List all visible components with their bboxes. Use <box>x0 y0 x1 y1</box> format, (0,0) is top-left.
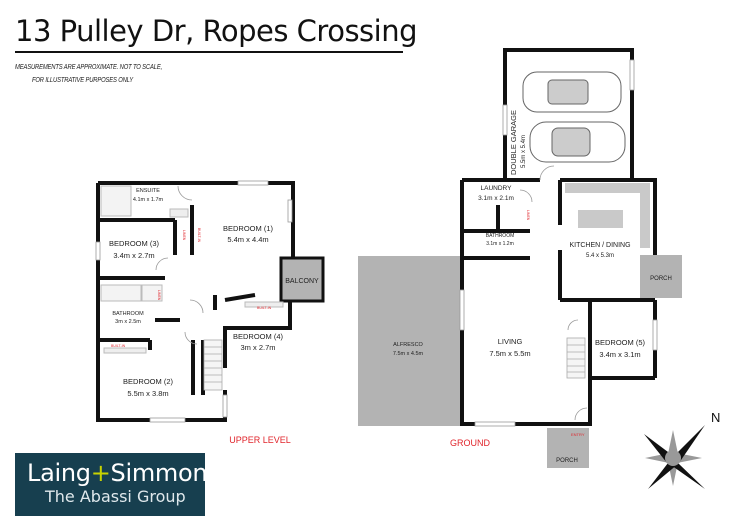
alfresco-size: 7.5m x 4.5m <box>393 351 424 357</box>
ensuite-shower <box>100 185 132 217</box>
north-label: N <box>711 410 720 425</box>
upper-level-label: UPPER LEVEL <box>229 435 291 445</box>
laundry-name: LAUNDRY <box>481 185 513 192</box>
builtin-robe-2 <box>103 347 147 354</box>
builtin-tag-bed4: BUILT-IN <box>257 306 272 310</box>
brand-plus: + <box>90 459 111 487</box>
upper-doors <box>155 185 204 345</box>
kitchen-size: 5.4 x 5.3m <box>586 253 614 259</box>
bedroom4-size: 3m x 2.7m <box>240 343 275 352</box>
garage-cars <box>522 71 626 163</box>
linen-tag-upper: LINEN <box>182 230 186 241</box>
bath-tub <box>100 284 142 302</box>
disclaimer-line-2: FOR ILLUSTRATIVE PURPOSES ONLY <box>32 75 133 84</box>
front-porch-name: PORCH <box>556 458 578 464</box>
upper-windows <box>95 180 293 423</box>
bedroom4-name: BEDROOM (4) <box>233 332 284 341</box>
ground-stairs <box>566 337 586 379</box>
garage-size: 5.5m x 5.4m <box>521 135 527 168</box>
alfresco-area <box>358 256 461 426</box>
bedroom2-name: BEDROOM (2) <box>123 377 174 386</box>
alfresco-name: ALFRESCO <box>393 342 423 348</box>
bedroom2-size: 5.5m x 3.8m <box>127 389 168 398</box>
brand-name-part2: Simmons <box>110 459 220 487</box>
ground-level-label: GROUND <box>450 438 490 448</box>
ensuite-name: ENSUITE <box>136 188 160 194</box>
ensuite-vanity <box>169 208 189 218</box>
balcony-name: BALCONY <box>285 278 319 285</box>
linen-tag-bath: LINEN <box>157 290 161 301</box>
bathroom-upper-size: 3m x 2.5m <box>115 319 141 325</box>
brand-name-part1: Laing <box>27 459 91 487</box>
property-title: 13 Pulley Dr, Ropes Crossing <box>15 14 418 48</box>
disclaimer-line-1: MEASUREMENTS ARE APPROXIMATE. NOT TO SCA… <box>15 62 163 71</box>
bath-shower <box>141 284 163 302</box>
kitchen-bench <box>565 183 650 193</box>
side-porch-area <box>640 255 682 298</box>
ground-level-plan: DOUBLE GARAGE 5.5m x 5.4m LAUNDRY 3.1m x… <box>358 48 682 468</box>
bedroom3-size: 3.4m x 2.7m <box>113 251 154 260</box>
brand-subtitle: The Abassi Group <box>45 487 186 506</box>
bedroom1-size: 5.4m x 4.4m <box>227 235 268 244</box>
bedroom5-name: BEDROOM (5) <box>595 338 646 347</box>
brand-logo: Laing+Simmons The Abassi Group <box>15 453 220 516</box>
builtin-tag-bed2: BUILT-IN <box>111 344 126 348</box>
front-porch-area <box>547 428 589 468</box>
bathroom-ground-size: 3.1m x 1.2m <box>486 241 514 247</box>
side-porch-name: PORCH <box>650 276 672 282</box>
upper-level-plan: ENSUITE 4.1m x 1.7m BEDROOM (1) 5.4m x 4… <box>95 180 325 445</box>
bedroom5-size: 3.4m x 3.1m <box>599 350 640 359</box>
bedroom3-name: BEDROOM (3) <box>109 239 160 248</box>
living-size: 7.5m x 5.5m <box>489 349 530 358</box>
ground-windows <box>459 59 658 427</box>
kitchen-bench-side <box>640 183 650 248</box>
upper-stairs <box>203 339 223 391</box>
brand-name: Laing+Simmons <box>27 459 220 487</box>
linen-tag-ground: LINEN <box>526 210 530 221</box>
title-underline <box>15 51 403 53</box>
garage-name: DOUBLE GARAGE <box>509 110 518 175</box>
compass-icon: N <box>644 410 720 489</box>
kitchen-island <box>578 210 623 228</box>
builtin-robe-4 <box>244 301 284 308</box>
bathroom-ground-name: BATHROOM <box>486 233 515 239</box>
bedroom1-name: BEDROOM (1) <box>223 224 274 233</box>
ground-doors <box>519 165 588 421</box>
balcony-area <box>279 256 325 303</box>
entry-tag: ENTRY <box>571 432 585 437</box>
builtin-tag-bed1: BUILT-IN <box>197 228 201 243</box>
living-name: LIVING <box>498 337 523 346</box>
ensuite-size: 4.1m x 1.7m <box>133 197 164 203</box>
kitchen-name: KITCHEN / DINING <box>569 242 630 249</box>
bathroom-upper-name: BATHROOM <box>112 311 144 317</box>
laundry-size: 3.1m x 2.1m <box>478 195 514 202</box>
